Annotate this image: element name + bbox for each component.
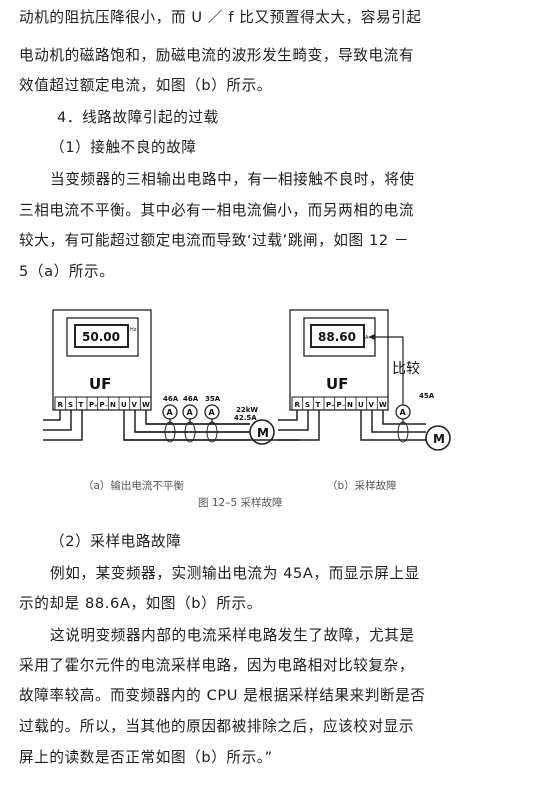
compare-arrow bbox=[373, 336, 404, 405]
svg-text:N: N bbox=[347, 401, 353, 409]
svg-text:P₊: P₊ bbox=[89, 401, 98, 409]
meter-a-1-reading: 46A bbox=[163, 395, 179, 403]
subsection-heading: （1）接触不良的故障 bbox=[50, 139, 197, 156]
display-a-value: 50.00 bbox=[82, 330, 120, 344]
svg-text:P₊: P₊ bbox=[326, 401, 335, 409]
body-line: 5（a）所示。 bbox=[19, 263, 115, 280]
body-line: 电动机的磁路饱和，励磁电流的波形发生畸变，导致电流有 bbox=[19, 47, 415, 64]
inverter-b-terminal-strip bbox=[291, 396, 389, 411]
body-line: 三相电流不平衡。其中必有一相电流偏小，而另两相的电流 bbox=[19, 202, 415, 219]
motor-a-power: 22kW bbox=[236, 406, 258, 414]
svg-text:T: T bbox=[79, 401, 84, 409]
meter-a-2-reading: 46A bbox=[183, 395, 199, 403]
motor-a-symbol: M bbox=[257, 426, 269, 440]
motor-b-symbol: M bbox=[433, 432, 445, 446]
svg-text:T: T bbox=[316, 401, 321, 409]
svg-text:S: S bbox=[68, 401, 73, 409]
figure-12-5: 50.00 Hz UF R S T P₊ P₋ N U V W 46A 46A … bbox=[43, 309, 451, 451]
inverter-a-terminal-labels: R S T P₊ P₋ N U V W bbox=[58, 401, 151, 409]
body-line: 较大，有可能超过额定电流而导致‘过载’跳闸，如图 12 － bbox=[19, 232, 410, 249]
meter-a-3-symbol: A bbox=[209, 408, 216, 417]
inverter-b-display bbox=[310, 324, 365, 348]
inverter-b-label: UF bbox=[326, 375, 348, 393]
figure-caption-b: （b）采样故障 bbox=[327, 480, 397, 492]
subsection-heading: （2）采样电路故障 bbox=[50, 533, 182, 550]
display-b-value: 88.60 bbox=[318, 330, 356, 344]
svg-text:S: S bbox=[305, 401, 310, 409]
ammeter-a-3 bbox=[204, 404, 220, 443]
body-line: 采用了霍尔元件的电流采样电路，因为电路相对比较复杂， bbox=[19, 657, 415, 674]
meter-a-1-symbol: A bbox=[167, 408, 174, 417]
ammeter-a-2 bbox=[182, 404, 198, 443]
section-heading: 4．线路故障引起的过载 bbox=[57, 109, 219, 126]
body-line: 动机的阻抗压降很小，而 U ／ f 比又预置得太大，容易引起 bbox=[19, 9, 422, 26]
svg-text:V: V bbox=[132, 401, 138, 409]
inverter-a-display-frame bbox=[66, 317, 139, 357]
body-line: 例如，某变频器，实测输出电流为 45A，而显示屏上显 bbox=[50, 565, 420, 582]
meter-a-3-reading: 35A bbox=[205, 395, 221, 403]
body-line: 故障率较高。而变频器内的 CPU 是根据采样结果来判断是否 bbox=[19, 687, 426, 704]
figure-title: 图 12–5 采样故障 bbox=[198, 497, 283, 509]
meter-a-2-symbol: A bbox=[187, 408, 194, 417]
svg-text:W: W bbox=[142, 401, 150, 409]
motor-a-current: 42.5A bbox=[234, 414, 257, 422]
inverter-b-terminal-labels: R S T P₊ P₋ N U V W bbox=[295, 401, 388, 409]
motor-b bbox=[425, 425, 451, 451]
body-line: 效值超过额定电流，如图（b）所示。 bbox=[19, 77, 272, 94]
svg-text:P₋: P₋ bbox=[100, 401, 109, 409]
svg-text:U: U bbox=[358, 401, 364, 409]
svg-text:P₋: P₋ bbox=[337, 401, 346, 409]
svg-text:R: R bbox=[295, 401, 301, 409]
svg-text:N: N bbox=[110, 401, 116, 409]
meter-b-symbol: A bbox=[400, 408, 407, 417]
display-a-unit: Hz bbox=[130, 327, 137, 333]
ammeter-a-1 bbox=[162, 404, 178, 443]
compare-label: 比较 bbox=[392, 361, 420, 377]
display-b-unit: A bbox=[365, 335, 369, 341]
body-line: 过载的。所以，当其他的原因都被排除之后，应该校对显示 bbox=[19, 718, 415, 735]
svg-text:U: U bbox=[121, 401, 127, 409]
body-line: 当变频器的三相输出电路中，有一相接触不良时，将使 bbox=[50, 171, 415, 188]
inverter-a-display bbox=[74, 324, 129, 348]
body-line: 示的却是 88.6A，如图（b）所示。 bbox=[19, 595, 262, 612]
body-line: 屏上的读数是否正常如图（b）所示。” bbox=[19, 749, 273, 766]
motor-a bbox=[249, 419, 275, 445]
figure-caption-a: （a）输出电流不平衡 bbox=[83, 480, 184, 492]
svg-text:R: R bbox=[58, 401, 64, 409]
body-line: 这说明变频器内部的电流采样电路发生了故障，尤其是 bbox=[50, 627, 415, 644]
svg-text:V: V bbox=[369, 401, 375, 409]
svg-text:W: W bbox=[379, 401, 387, 409]
inverter-a-terminal-strip bbox=[54, 396, 152, 411]
meter-b-reading: 45A bbox=[419, 392, 435, 400]
inverter-a-label: UF bbox=[89, 375, 111, 393]
